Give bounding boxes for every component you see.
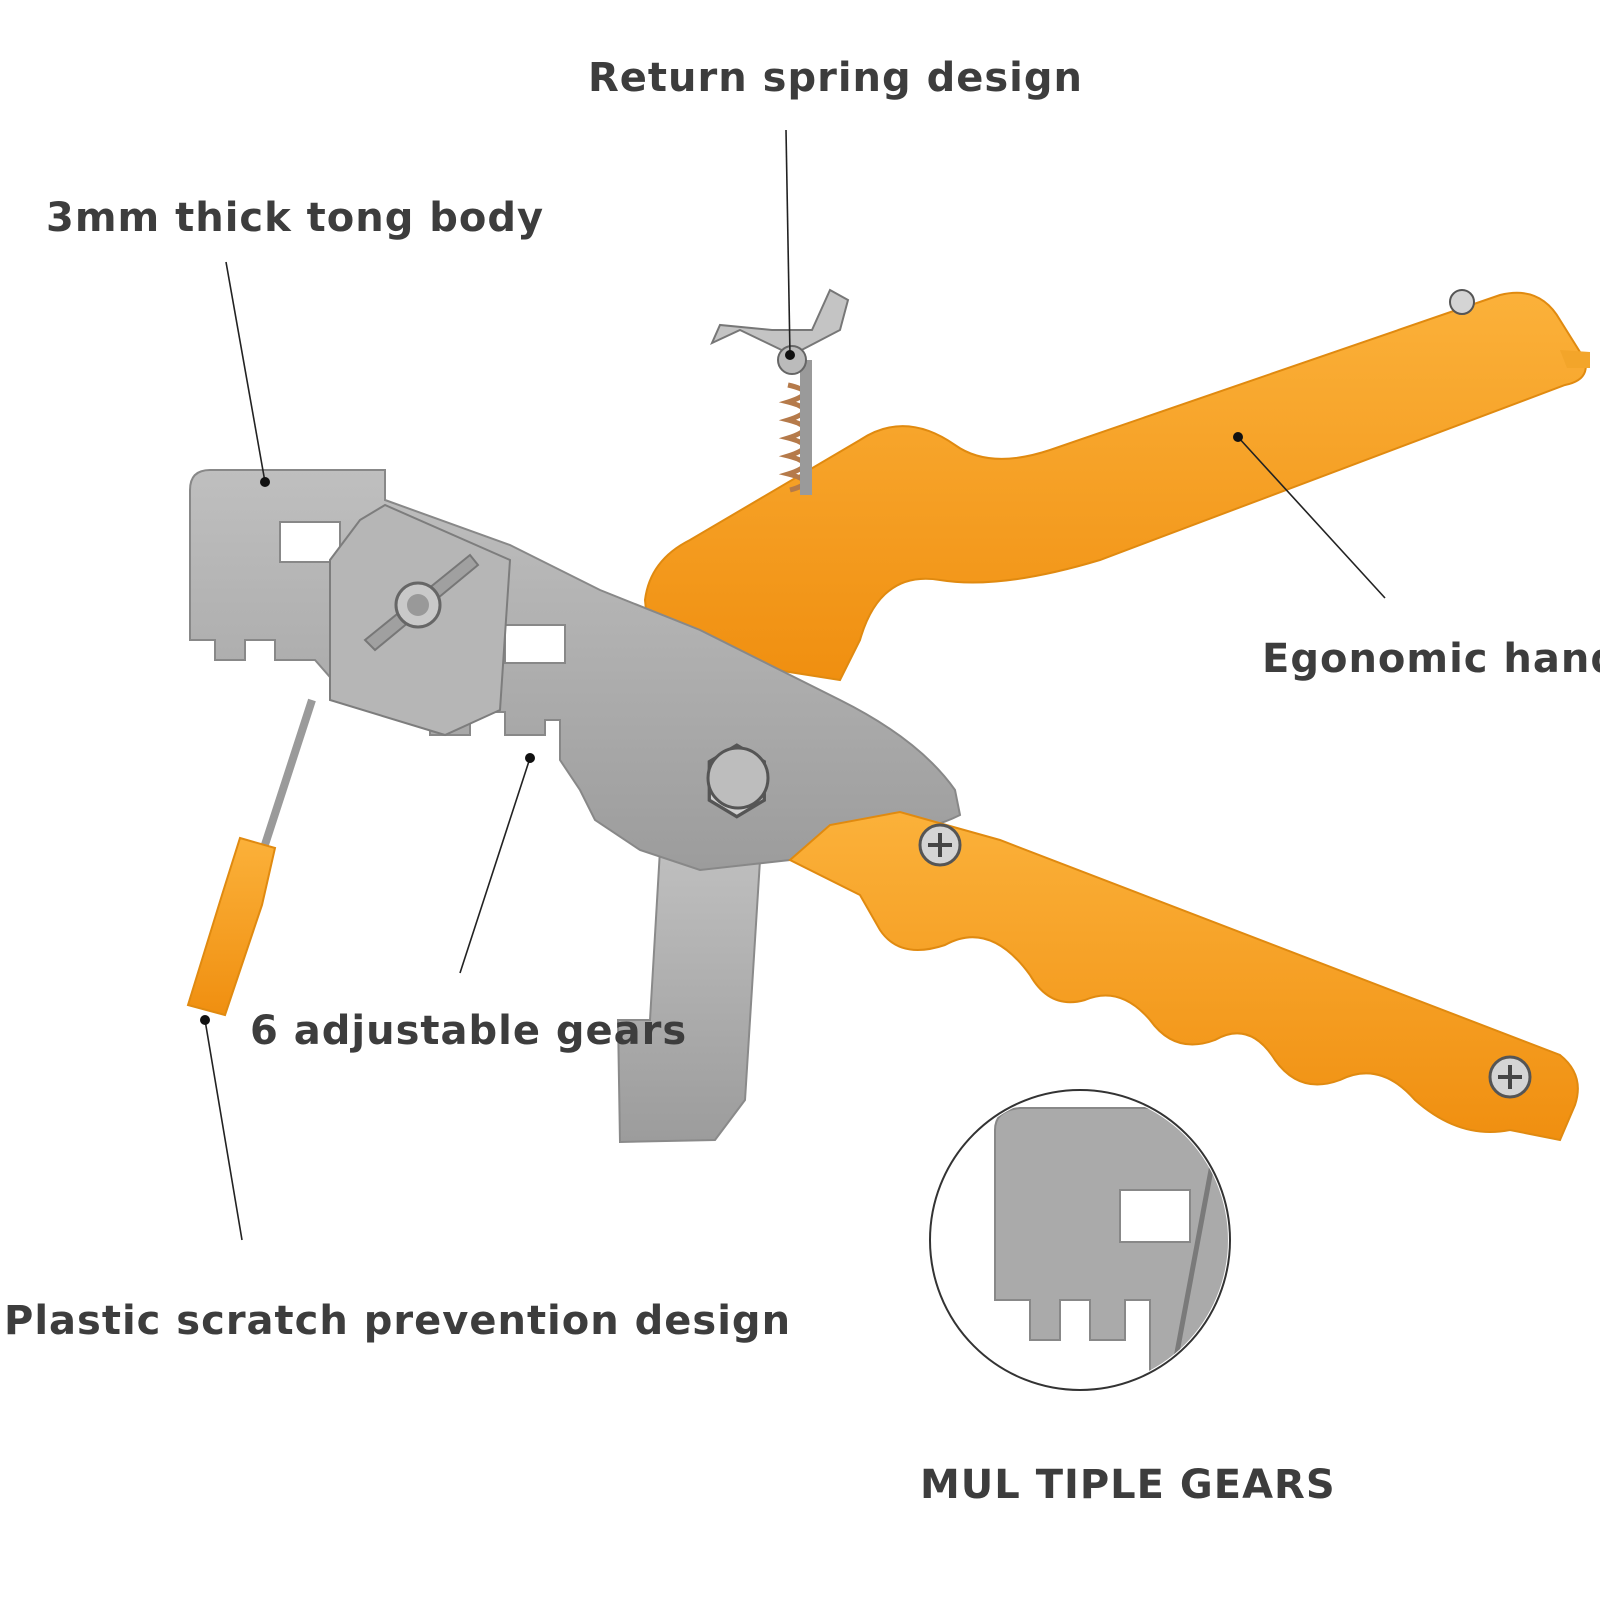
phillips-screw-icon xyxy=(918,823,962,867)
leader-line-gears xyxy=(459,757,531,974)
label-adjustable-gears: 6 adjustable gears xyxy=(250,1008,688,1054)
plastic-scratch-guard xyxy=(186,836,277,1017)
leader-line-body xyxy=(225,261,266,483)
coil-spring-icon xyxy=(778,360,812,495)
label-handle: Egonomic handle xyxy=(1262,636,1600,682)
wing-nut-icon xyxy=(710,288,850,375)
body-slot xyxy=(504,624,566,664)
leader-line-spring xyxy=(785,129,791,356)
phillips-screw-icon xyxy=(1449,289,1475,315)
leader-lines xyxy=(204,129,1386,1241)
leader-dot xyxy=(200,1015,210,1025)
label-plastic-guard: Plastic scratch prevention design xyxy=(4,1298,792,1344)
guide-rod xyxy=(256,698,316,862)
label-tong-body: 3mm thick tong body xyxy=(46,195,545,241)
lower-metal-lever xyxy=(616,848,762,1144)
leader-line-handle xyxy=(1237,436,1386,599)
leader-line-plastic xyxy=(204,1019,243,1241)
leader-dot xyxy=(1233,432,1243,442)
leader-dot xyxy=(260,477,270,487)
label-multiple-gears: MUL TIPLE GEARS xyxy=(920,1462,1336,1508)
leader-dot xyxy=(525,753,535,763)
lower-orange-grip xyxy=(788,810,1579,1142)
upper-orange-handle xyxy=(643,291,1587,682)
label-return-spring: Return spring design xyxy=(588,55,1083,101)
hex-bolt-icon xyxy=(706,743,770,819)
handle-end-notch xyxy=(1560,350,1590,368)
body-slot xyxy=(279,521,341,563)
phillips-screw-icon xyxy=(1488,1055,1532,1099)
leader-dot xyxy=(785,350,795,360)
leader-dots xyxy=(200,350,1243,1025)
wing-nut-icon xyxy=(363,553,480,652)
zoom-detail xyxy=(929,1089,1231,1391)
